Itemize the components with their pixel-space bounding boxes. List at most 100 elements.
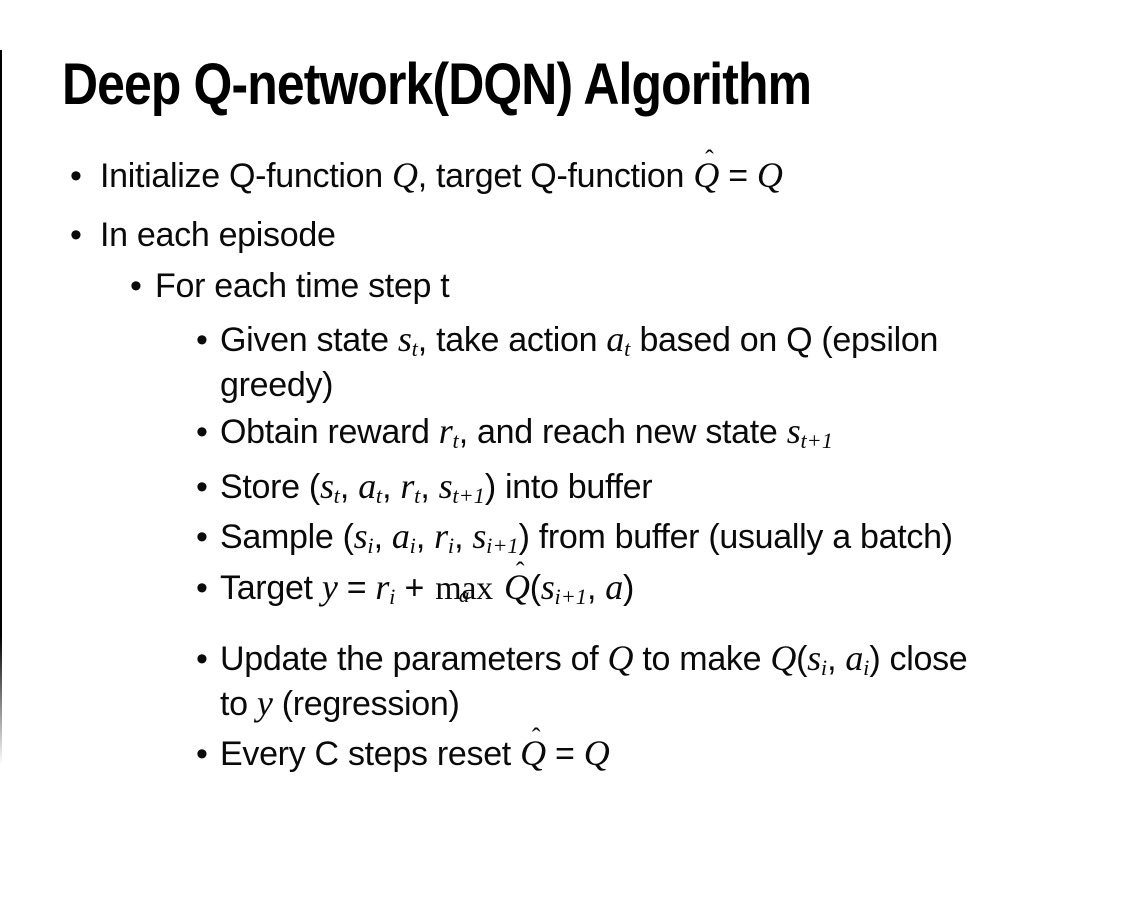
- text-run: , take action: [417, 321, 607, 359]
- math-var: si+1: [540, 567, 587, 610]
- text-run: Target: [220, 569, 322, 607]
- slide: Deep Q-network(DQN) Algorithm • Initializ…: [0, 50, 1124, 922]
- bullet-text: Given state st, take action at based on …: [220, 318, 1124, 408]
- bullet-list: • Initialize Q-function Q, target Q-funct…: [0, 146, 1124, 777]
- math-var: rt: [400, 466, 421, 509]
- hat-icon: ˆ: [531, 722, 541, 752]
- math-var: si: [353, 516, 374, 559]
- bullet-item: • In each episode: [0, 213, 1124, 258]
- bullet-item: •Obtain reward rt, and reach new state s…: [0, 410, 1124, 455]
- text-run: Every C steps reset: [220, 735, 521, 773]
- bullet-icon: •: [196, 569, 208, 607]
- math-var: at: [606, 319, 631, 362]
- text-run: For each time step t: [155, 267, 450, 305]
- math-var: at: [358, 466, 383, 509]
- bullet-icon: •: [196, 413, 208, 451]
- text-run: (: [529, 569, 541, 607]
- text-line: For each time step t: [155, 264, 1124, 309]
- math-var: y: [256, 683, 273, 723]
- bullet-item: • Sample (si, ai, ri, si+1) from buffer (…: [0, 515, 1124, 560]
- text-run: , target Q-function: [417, 157, 694, 195]
- page-title: Deep Q-network(DQN) Algorithm: [62, 52, 812, 117]
- math-var: Q: [583, 733, 610, 773]
- text-run: [495, 569, 504, 607]
- math-var: Q: [607, 638, 634, 678]
- slide-edge-line: [0, 50, 2, 765]
- text-line: to y (regression): [220, 682, 1124, 727]
- text-run: Store (: [220, 468, 320, 506]
- bullet-item: • Initialize Q-function Q, target Q-funct…: [0, 146, 1124, 199]
- text-run: Update the parameters of: [220, 640, 608, 678]
- bullet-icon: •: [196, 518, 208, 556]
- math-subscript: t: [333, 483, 340, 509]
- text-run: ): [622, 569, 634, 607]
- text-run: ,: [420, 468, 439, 506]
- text-run: (: [796, 640, 808, 678]
- text-run: ,: [586, 569, 606, 607]
- math-var: Q: [756, 155, 783, 195]
- math-var: st: [397, 319, 418, 362]
- math-subscript: i: [447, 533, 455, 559]
- text-run: , and reach new state: [458, 413, 787, 451]
- math-var: st: [319, 466, 340, 509]
- text-run: to make: [633, 640, 771, 678]
- text-line: Store (st, at, rt, st+1) into buffer: [220, 465, 1124, 510]
- text-line: Initialize Q-function Q, target Q-functi…: [100, 146, 1124, 199]
- bullet-text: Sample (si, ai, ri, si+1) from buffer (u…: [220, 515, 1124, 560]
- bullet-icon: •: [196, 735, 208, 773]
- math-subscript: t: [414, 483, 421, 509]
- math-var: ri: [434, 516, 455, 559]
- math-subscript: i: [863, 655, 870, 681]
- math-subscript: i+1: [554, 584, 587, 610]
- math-var: Q: [770, 638, 797, 678]
- bullet-icon: •: [196, 640, 208, 678]
- math-subscript: t+1: [452, 483, 485, 509]
- math-var: st+1: [786, 411, 833, 454]
- bullet-item: • For each time step t: [0, 264, 1124, 309]
- text-line: Given state st, take action at based on …: [220, 318, 1124, 363]
- bullet-icon: •: [70, 216, 82, 254]
- math-var: ai: [845, 638, 870, 681]
- text-run: In each episode: [100, 216, 336, 254]
- bullet-icon: •: [196, 468, 208, 506]
- text-run: ,: [382, 468, 401, 506]
- text-run: greedy): [220, 366, 334, 404]
- text-run: =: [545, 735, 584, 773]
- math-subscript: t: [452, 428, 459, 454]
- hat-icon: ˆ: [515, 556, 525, 586]
- text-run: ) close: [869, 640, 968, 678]
- bullet-text: Initialize Q-function Q, target Q-functi…: [100, 146, 1124, 199]
- math-var: ri: [375, 567, 396, 610]
- text-run: ,: [339, 468, 359, 506]
- bullet-text: Update the parameters of Q to make Q(si,…: [220, 637, 1124, 727]
- text-line: Update the parameters of Q to make Q(si,…: [220, 637, 1124, 682]
- math-subscript: t: [624, 336, 631, 362]
- math-var: si+1: [472, 516, 519, 559]
- text-line: greedy): [220, 363, 1124, 408]
- math-var: si: [807, 638, 828, 681]
- math-subscript: i: [409, 533, 416, 559]
- text-run: ,: [373, 518, 392, 556]
- text-run: +: [395, 569, 434, 607]
- math-subscript: t+1: [800, 428, 833, 454]
- text-run: ,: [415, 518, 435, 556]
- math-subscript: i: [389, 584, 396, 610]
- bullet-item: •Update the parameters of Q to make Q(si…: [0, 637, 1124, 727]
- text-run: =: [337, 569, 376, 607]
- bullet-icon: •: [130, 267, 142, 305]
- math-subscript: i: [820, 655, 828, 681]
- bullet-text: Store (st, at, rt, st+1) into buffer: [220, 465, 1124, 510]
- text-run: (regression): [272, 685, 460, 723]
- math-var: ai: [391, 516, 416, 559]
- bullet-text: For each time step t: [155, 264, 1124, 309]
- math-var: y: [321, 567, 338, 607]
- bullet-icon: •: [70, 157, 82, 195]
